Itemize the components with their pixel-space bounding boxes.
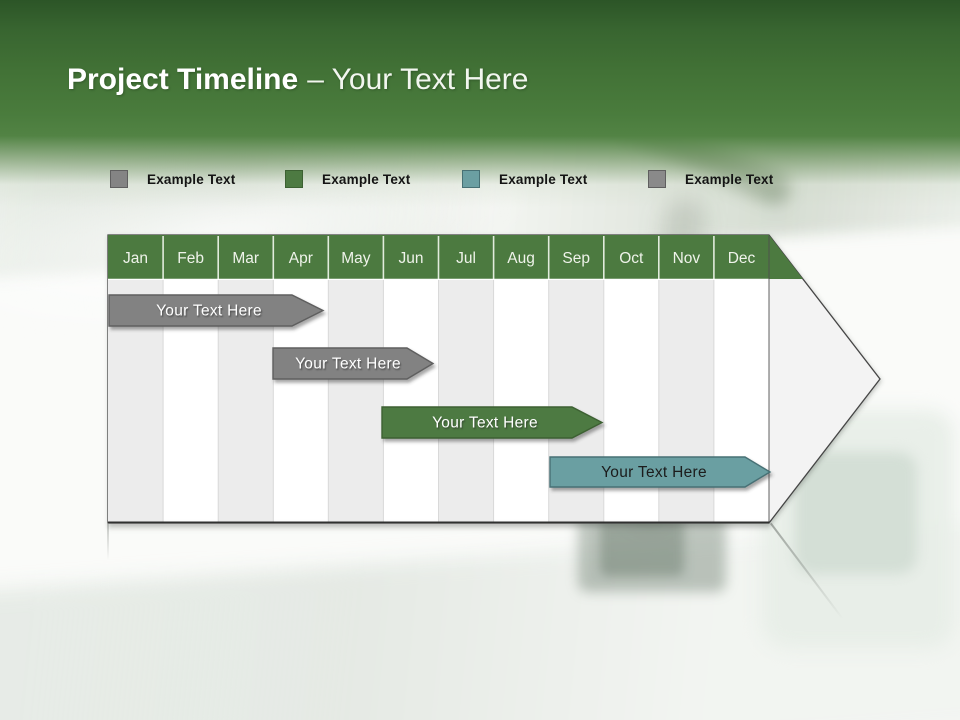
month-label: Sep [562, 250, 590, 267]
timeline-bar-label: Your Text Here [156, 303, 262, 320]
background-power-strip [0, 519, 960, 720]
legend-swatch-gray2 [648, 170, 666, 188]
month-label: May [341, 250, 371, 267]
timeline-bar: Your Text Here [108, 294, 325, 327]
month-label: Aug [507, 250, 535, 267]
legend-label: Example Text [322, 171, 411, 187]
legend-label: Example Text [499, 171, 588, 187]
timeline-bar: Your Text Here [272, 347, 435, 380]
legend-item: Example Text [110, 170, 235, 188]
month-column [328, 279, 384, 523]
month-label: Oct [619, 250, 644, 267]
month-header-separators [162, 236, 715, 279]
month-label: Apr [289, 250, 313, 267]
month-label: Dec [728, 250, 756, 267]
month-column [493, 279, 549, 523]
month-label: Jan [123, 250, 148, 267]
month-label: Jul [456, 250, 476, 267]
month-label: Jun [399, 250, 424, 267]
timeline-bar-label: Your Text Here [295, 356, 401, 373]
timeline-bar: Your Text Here [381, 406, 604, 439]
legend-item: Example Text [285, 170, 410, 188]
legend-swatch-gray [110, 170, 128, 188]
timeline-chart: Jan Feb Mar Apr May Jun Jul Aug Sep Oct … [107, 234, 881, 524]
header-band [0, 0, 960, 212]
legend-swatch-teal [462, 170, 480, 188]
timeline-bar: Your Text Here [549, 456, 772, 488]
month-label: Mar [232, 250, 259, 267]
page-title: Project Timeline– Your Text Here [67, 62, 528, 98]
legend-label: Example Text [685, 171, 774, 187]
table-shadow [108, 523, 770, 531]
month-column [383, 279, 439, 523]
timeline-bar-label: Your Text Here [432, 415, 538, 432]
title-main: Project Timeline [67, 63, 299, 96]
month-column [438, 279, 494, 523]
month-label: Feb [177, 250, 204, 267]
month-label: Nov [673, 250, 701, 267]
legend-item: Example Text [648, 170, 773, 188]
legend-label: Example Text [147, 171, 236, 187]
reflection-left-edge [107, 524, 109, 560]
title-subtitle: – Your Text Here [307, 63, 529, 96]
legend-swatch-green [285, 170, 303, 188]
reflection-diagonal-line [770, 523, 844, 620]
timeline-bar-label: Your Text Here [601, 464, 707, 481]
legend-item: Example Text [462, 170, 587, 188]
